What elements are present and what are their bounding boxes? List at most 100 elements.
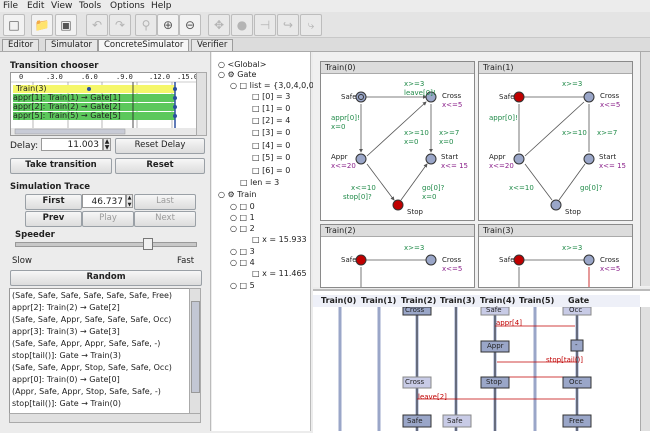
msc-state[interactable]: Free	[569, 417, 584, 425]
tree-item[interactable]: □ [6] = 0	[252, 166, 291, 175]
msc-state[interactable]: Occ	[569, 378, 583, 386]
reset-delay-button[interactable]: Reset Delay	[115, 138, 205, 154]
nail-tool-icon[interactable]: ⤷	[300, 14, 322, 36]
trace-transition[interactable]: stop[tail()]: Gate → Train(0)	[12, 399, 121, 408]
delay-input[interactable]: 11.003	[41, 138, 103, 151]
play-button[interactable]: Play	[82, 211, 134, 227]
redo-icon[interactable]: ↷	[109, 14, 131, 36]
tree-item[interactable]: □ [3] = 0	[252, 128, 291, 137]
process-panel-train1[interactable]: Train(1) Safe Cross x<=5 Appr x<=20 Star…	[478, 61, 633, 221]
last-button[interactable]: Last	[134, 194, 196, 210]
zoom-fit-icon[interactable]: ⚲	[135, 14, 157, 36]
msc-state[interactable]: Safe	[447, 417, 463, 425]
time-spinner-icon[interactable]: ▲▼	[126, 194, 133, 208]
msc-message[interactable]: stop[tail()]	[546, 356, 583, 364]
speeder-track[interactable]	[15, 242, 197, 247]
undo-icon[interactable]: ↶	[86, 14, 108, 36]
menu-view[interactable]: View	[51, 1, 73, 11]
select-tool-icon[interactable]: ✥	[208, 14, 230, 36]
transition-row[interactable]: Train(3)	[16, 84, 47, 93]
tree-item[interactable]: □ [2] = 4	[252, 116, 291, 125]
branch-tool-icon[interactable]: ⊣	[254, 14, 276, 36]
menu-file[interactable]: File	[3, 1, 19, 11]
trace-state[interactable]: (Safe, Safe, Appr, Safe, Safe, Safe, Occ…	[12, 315, 172, 324]
transition-row[interactable]: appr[2]: Train(2) → Gate[2]	[13, 102, 121, 111]
menu-options[interactable]: Options	[110, 1, 145, 11]
next-button[interactable]: Next	[134, 211, 196, 227]
tree-global[interactable]: ○ <Global>	[218, 60, 267, 69]
processes-scrollbar[interactable]	[640, 52, 650, 286]
take-transition-button[interactable]: Take transition	[10, 158, 112, 174]
menu-help[interactable]: Help	[151, 1, 172, 11]
trace-list[interactable]: (Safe, Safe, Safe, Safe, Safe, Safe, Fre…	[9, 288, 191, 414]
first-button[interactable]: First	[25, 194, 82, 210]
transition-chooser-chart[interactable]: 0 .3.0 .6.0 .9.0 .12.0 .15.0 Train(3) ap…	[10, 72, 198, 136]
msc-state[interactable]: Appr	[487, 342, 504, 350]
open-folder-icon[interactable]: 📁	[31, 14, 53, 36]
trace-transition[interactable]: appr[0]: Train(0) → Gate[0]	[12, 375, 120, 384]
process-panel-train3[interactable]: Train(3) Safe Cross x<=5 x>=3	[478, 224, 633, 288]
tree-item[interactable]: □ x = 11.465	[252, 269, 307, 278]
trace-hscrollbar[interactable]	[9, 413, 201, 423]
trace-state[interactable]: (Safe, Safe, Appr, Appr, Safe, Safe, -)	[12, 339, 161, 348]
inv-start: x<= 15	[441, 162, 469, 170]
tree-train-5[interactable]: ○ □ 5	[230, 281, 255, 290]
trace-transition[interactable]: appr[2]: Train(2) → Gate[2]	[12, 303, 120, 312]
tree-train-2[interactable]: ○ □ 2	[230, 224, 255, 233]
process-panel-train0[interactable]: Train(0) Safe Cross x<=5 Appr x<=20 Star…	[320, 61, 475, 221]
trace-state[interactable]: (Safe, Safe, Appr, Stop, Safe, Safe, Occ…	[12, 363, 172, 372]
delay-spinner-icon[interactable]: ▲▼	[103, 138, 111, 151]
tree-item[interactable]: □ len = 3	[240, 178, 280, 187]
transition-row[interactable]: appr[1]: Train(1) → Gate[1]	[13, 93, 121, 102]
tree-train-0[interactable]: ○ □ 0	[230, 202, 255, 211]
tree-train-3[interactable]: ○ □ 3	[230, 247, 255, 256]
trace-state[interactable]: (Appr, Safe, Appr, Stop, Safe, Safe, -)	[12, 387, 161, 396]
trace-transition[interactable]: stop[tail()]: Gate → Train(3)	[12, 351, 121, 360]
tree-list[interactable]: ○ □ list = {3,0,4,0,0,0,0}	[230, 81, 335, 90]
trace-state[interactable]: (Safe, Safe, Safe, Safe, Safe, Safe, Fre…	[12, 291, 173, 300]
location-tool-icon[interactable]: ●	[231, 14, 253, 36]
menu-tools[interactable]: Tools	[79, 1, 102, 11]
tree-item[interactable]: □ x = 15.933	[252, 235, 307, 244]
msc-message[interactable]: leave[2]	[418, 393, 447, 401]
trace-scrollbar[interactable]	[189, 288, 201, 414]
msc-state[interactable]: Safe	[407, 417, 423, 425]
tab-concrete-simulator[interactable]: ConcreteSimulator	[98, 39, 190, 51]
tree-item[interactable]: □ [4] = 0	[252, 141, 291, 150]
zoom-in-icon[interactable]: ⊕	[157, 14, 179, 36]
tree-item[interactable]: □ [0] = 3	[252, 92, 291, 101]
msc-state[interactable]: -	[575, 341, 578, 349]
msc-state[interactable]: Safe	[486, 306, 502, 314]
msc-state[interactable]: Cross	[405, 306, 425, 314]
msc-scrollbar[interactable]	[640, 307, 650, 431]
tab-editor[interactable]: Editor	[2, 39, 40, 51]
process-panel-train2[interactable]: Train(2) Safe Cross x<=5 x>=3	[320, 224, 475, 288]
msc-message[interactable]: appr[4]	[496, 319, 522, 327]
new-file-icon[interactable]: □	[3, 14, 25, 36]
trace-transition[interactable]: appr[3]: Train(3) → Gate[3]	[12, 327, 120, 336]
loc-stop: Stop	[407, 208, 423, 216]
msc-state[interactable]: Cross	[405, 378, 425, 386]
tree-label: [2] = 4	[262, 116, 291, 125]
chooser-scrollbar[interactable]	[196, 72, 207, 136]
tree-gate[interactable]: ○ ⚙ Gate	[218, 70, 257, 79]
save-icon[interactable]: ▣	[55, 14, 77, 36]
msc-state[interactable]: Stop	[486, 378, 502, 386]
tree-train-1[interactable]: ○ □ 1	[230, 213, 255, 222]
zoom-out-icon[interactable]: ⊖	[179, 14, 201, 36]
transition-row[interactable]: appr[5]: Train(5) → Gate[5]	[13, 111, 121, 120]
edge-tool-icon[interactable]: ↪	[277, 14, 299, 36]
trace-time-input[interactable]: 46.737	[82, 194, 126, 208]
tree-item[interactable]: □ [1] = 0	[252, 104, 291, 113]
prev-button[interactable]: Prev	[25, 211, 82, 227]
random-button[interactable]: Random	[10, 270, 202, 286]
tree-train[interactable]: ○ ⚙ Train	[218, 190, 257, 199]
menu-edit[interactable]: Edit	[27, 1, 45, 11]
speeder-thumb[interactable]	[143, 238, 153, 250]
tab-verifier[interactable]: Verifier	[191, 39, 234, 51]
reset-button[interactable]: Reset	[115, 158, 205, 174]
tree-train-4[interactable]: ○ □ 4	[230, 258, 255, 267]
tree-item[interactable]: □ [5] = 0	[252, 153, 291, 162]
msc-state[interactable]: Occ	[569, 306, 583, 314]
tab-simulator[interactable]: Simulator	[45, 39, 99, 51]
